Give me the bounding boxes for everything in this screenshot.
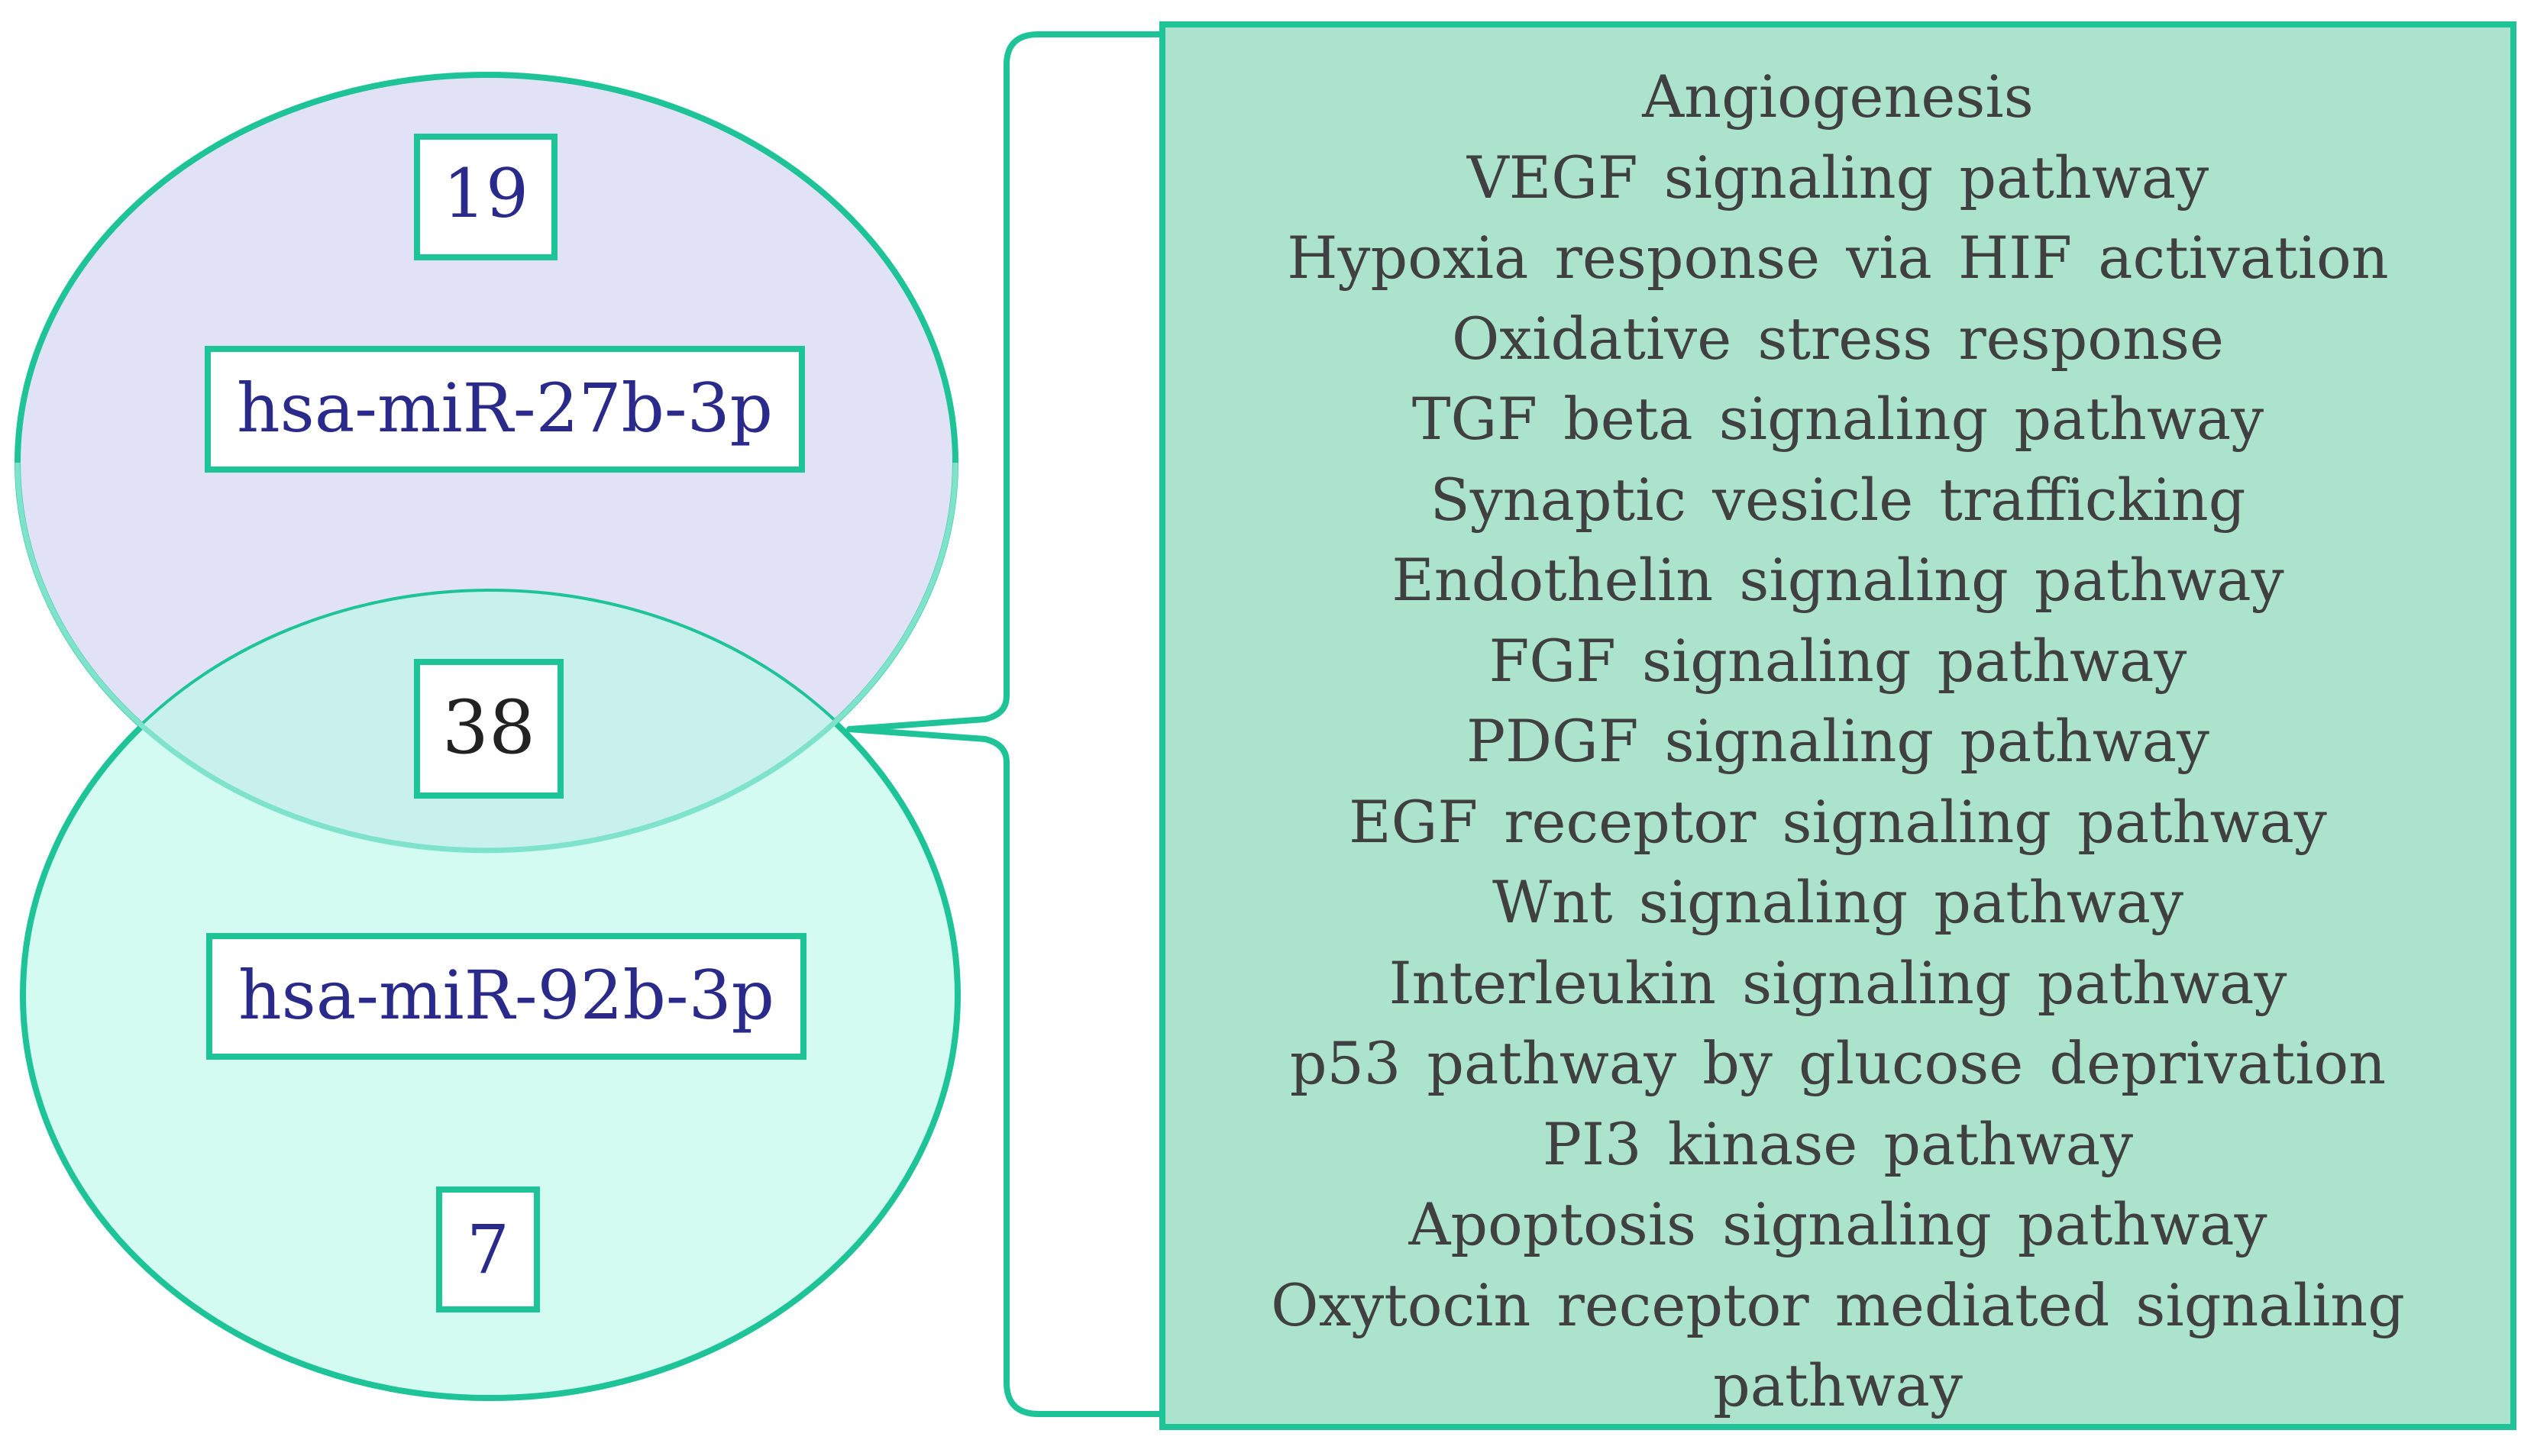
- pathway-item: FGF signaling pathway: [1488, 626, 2187, 695]
- set-a-count: 19: [443, 154, 528, 233]
- overlap-count-box: 38: [414, 659, 564, 799]
- set-b-label-box: hsa-miR-92b-3p: [206, 933, 806, 1060]
- pathway-item: PI3 kinase pathway: [1542, 1109, 2134, 1178]
- pathway-item: EGF receptor signaling pathway: [1349, 787, 2327, 856]
- pathway-item: VEGF signaling pathway: [1466, 143, 2209, 211]
- pathway-item: Synaptic vesicle trafficking: [1430, 465, 2246, 534]
- pathway-item: Angiogenesis: [1642, 63, 2034, 131]
- pathway-item: p53 pathway by glucose deprivation: [1289, 1029, 2387, 1097]
- pathway-item: Interleukin signaling pathway: [1388, 948, 2287, 1017]
- set-b-count: 7: [467, 1210, 509, 1289]
- pathway-item: Oxidative stress response: [1451, 304, 2224, 373]
- curly-bracket: [846, 31, 1159, 1417]
- set-b-label: hsa-miR-92b-3p: [238, 956, 774, 1035]
- pathway-item: PDGF signaling pathway: [1466, 707, 2209, 775]
- pathway-item: TGF beta signaling pathway: [1411, 385, 2264, 453]
- set-a-label-box: hsa-miR-27b-3p: [205, 346, 805, 473]
- set-a-count-box: 19: [414, 134, 558, 260]
- pathway-item: Hypoxia response via HIF activation: [1287, 224, 2389, 292]
- pathway-item: Oxytocin receptor mediated signaling pat…: [1271, 1270, 2405, 1420]
- set-b-count-box: 7: [436, 1186, 540, 1312]
- set-a-lower-arc: [15, 462, 958, 854]
- overlap-count: 38: [442, 685, 535, 770]
- pathway-item: Apoptosis signaling pathway: [1408, 1190, 2267, 1258]
- set-a-label: hsa-miR-27b-3p: [237, 369, 773, 447]
- pathway-item: Wnt signaling pathway: [1492, 868, 2184, 936]
- overlap-region: [23, 592, 955, 851]
- pathway-item: Endothelin signaling pathway: [1391, 546, 2284, 614]
